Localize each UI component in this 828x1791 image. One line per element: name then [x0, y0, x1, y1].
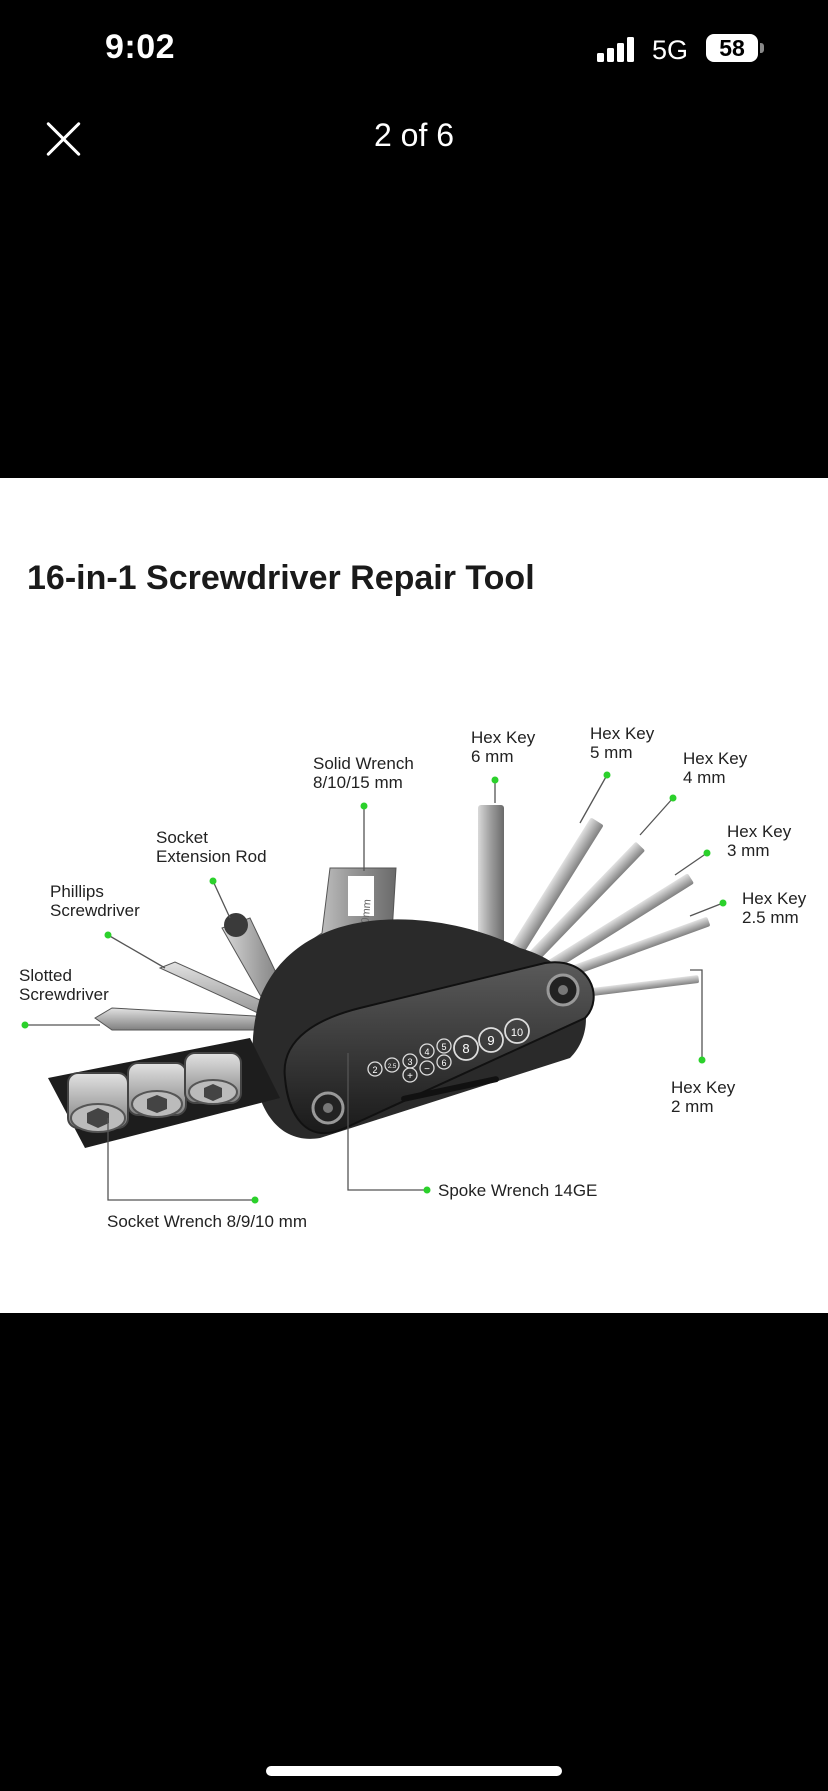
- hex-key-5: [498, 818, 603, 973]
- network-type: 5G: [652, 35, 689, 65]
- battery-icon: 58: [706, 34, 758, 62]
- socket-8mm: [67, 1072, 129, 1133]
- callout-lines: [25, 774, 724, 1201]
- label-socket-wrench: Socket Wrench 8/9/10 mm: [107, 1212, 307, 1231]
- page-counter: 2 of 6: [373, 117, 455, 153]
- callout-dots: [21, 771, 727, 1204]
- cellular-signal-icon: [597, 36, 637, 62]
- home-indicator[interactable]: [266, 1766, 562, 1776]
- large-size-9: 9: [487, 1033, 494, 1048]
- spoke-size-5: 5: [441, 1042, 446, 1052]
- spoke-size-2: 2: [372, 1065, 377, 1075]
- large-size-10: 10: [511, 1027, 523, 1039]
- socket-10mm: [184, 1052, 242, 1105]
- product-image[interactable]: 16-in-1 Screwdriver Repair Tool 10mm 15m…: [0, 478, 828, 1313]
- hex-key-2-5: [543, 917, 710, 986]
- viewer-header: 2 of 6: [0, 100, 828, 190]
- spoke-size-2-5: 2.5: [388, 1064, 397, 1070]
- label-spoke-wrench: Spoke Wrench 14GE: [438, 1181, 597, 1200]
- spoke-symbol-minus: −: [424, 1064, 430, 1075]
- spoke-size-4: 4: [424, 1047, 429, 1057]
- spoke-wrench-markings: 2 2.5 3 4 5 + − 6 8 9 10: [367, 1018, 530, 1083]
- status-time: 9:02: [105, 28, 176, 66]
- tool-body-front: [283, 961, 595, 1135]
- spoke-symbol-plus: +: [407, 1071, 413, 1082]
- large-size-8: 8: [462, 1041, 469, 1056]
- battery-cap: [760, 43, 764, 53]
- socket-9mm: [127, 1062, 187, 1118]
- spoke-size-6: 6: [441, 1058, 446, 1068]
- hex-key-4: [515, 842, 645, 976]
- diagram-title: 16-in-1 Screwdriver Repair Tool: [27, 559, 535, 597]
- tool-diagram: 16-in-1 Screwdriver Repair Tool 10mm 15m…: [19, 559, 807, 1231]
- spoke-size-3: 3: [407, 1057, 412, 1067]
- hex-key-3: [531, 873, 694, 981]
- status-bar: 9:02 5G 58: [0, 0, 828, 100]
